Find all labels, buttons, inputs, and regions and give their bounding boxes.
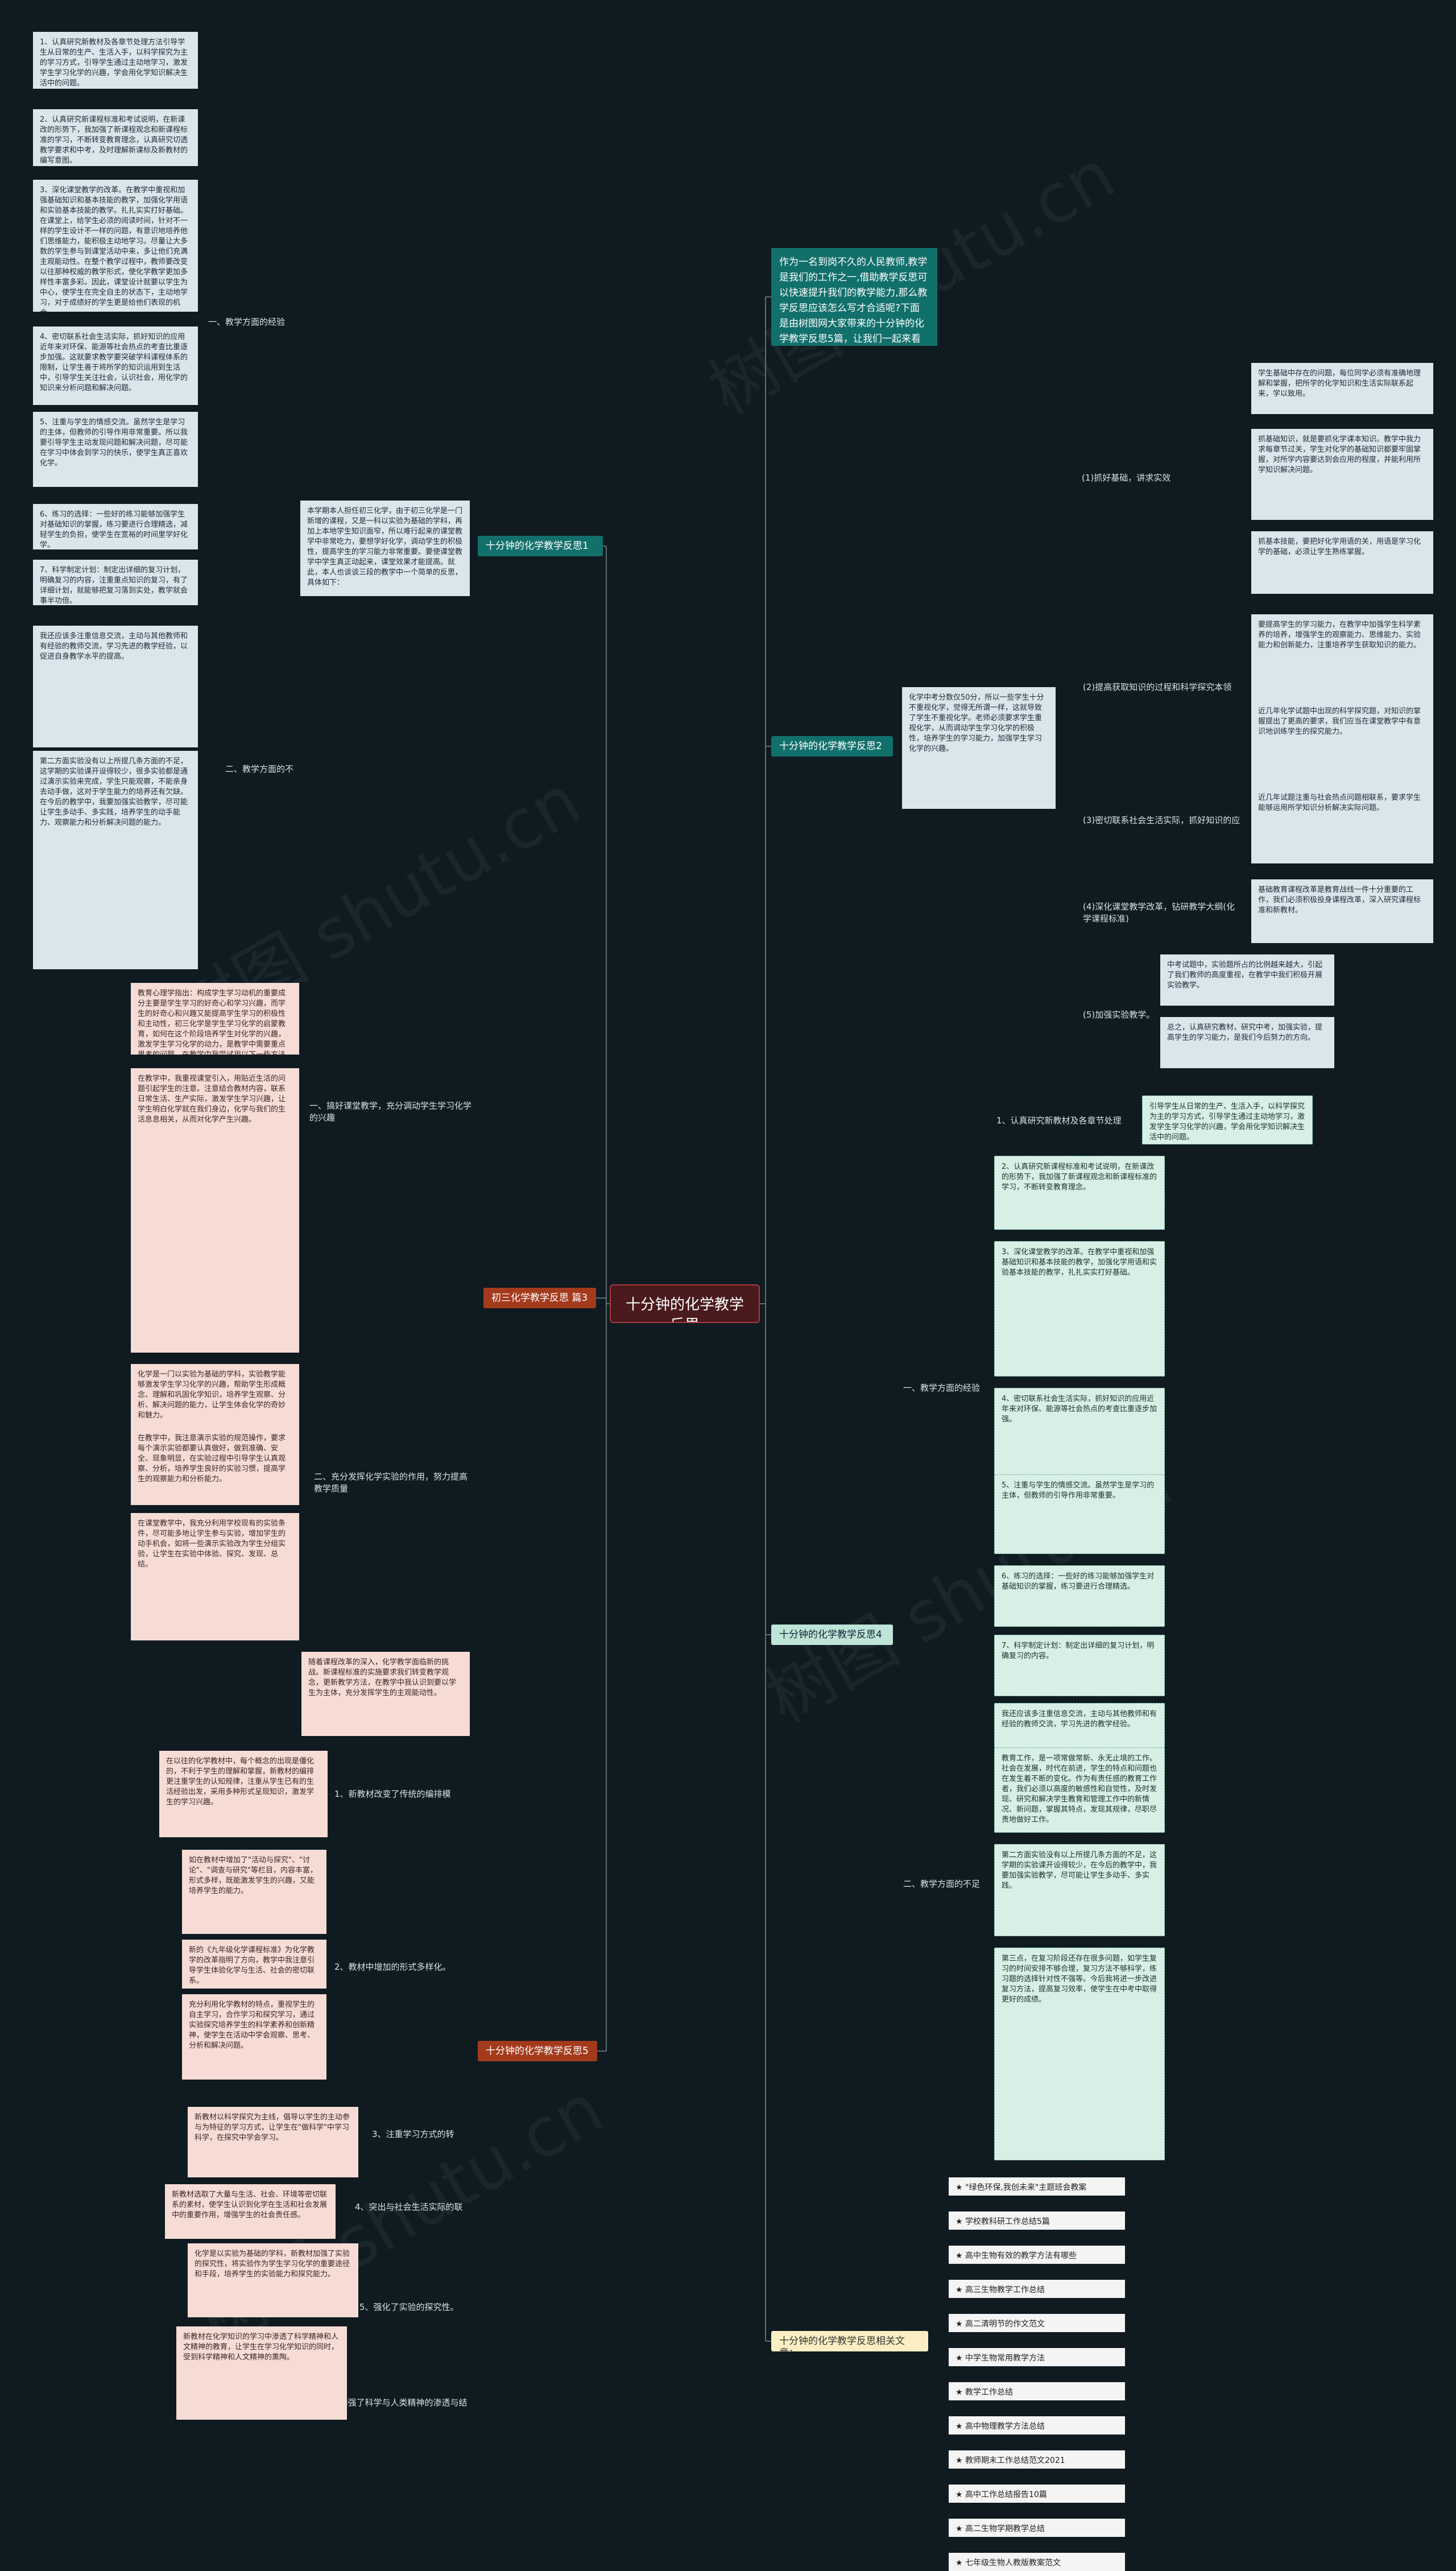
list-item[interactable]: 化学是以实验为基础的学科，新教材加强了实验的探究性，将实验作为学生学习化学的重要… — [188, 2243, 358, 2317]
list-item[interactable]: 4、密切联系社会生活实际，抓好知识的应用近年来对环保、能源等社会热点的考查比重逐… — [994, 1388, 1165, 1478]
list-item[interactable]: 第二方面实验没有以上所提几条方面的不足，这学期的实验课开设得较少，很多实验都是通… — [33, 751, 198, 969]
branch-5-intro[interactable]: 随着课程改革的深入，化学教学面临新的挑战。新课程标准的实施要求我们转变教学观念，… — [301, 1652, 470, 1736]
branch-2-sub-5[interactable]: (5)加强实验教学。 — [1083, 1010, 1155, 1020]
branch-5-sub-4[interactable]: 4、突出与社会生活实际的联系。 — [355, 2202, 463, 2212]
list-item[interactable]: 新教材选取了大量与生活、社会、环境等密切联系的素材，使学生认识到化学在生活和社会… — [165, 2184, 336, 2239]
list-item[interactable]: 5、注重与学生的情感交流。虽然学生是学习的主体，但教师的引导作用非常重要。所以我… — [33, 412, 198, 487]
list-item[interactable]: 7、科学制定计划：制定出详细的复习计划，明确复习的内容，注重重点知识的复习，有了… — [33, 560, 198, 605]
branch-5-sub-3[interactable]: 3、注重学习方式的转变。 — [372, 2129, 454, 2139]
branch-2-summary[interactable]: 化学中考分数仅50分，所以一些学生十分不重视化学，觉得无所谓一样，这就导致了学生… — [902, 687, 1056, 809]
list-item[interactable]: 6、练习的选择：一些好的练习能够加强学生对基础知识的掌握，练习要进行合理精选。 — [994, 1565, 1165, 1627]
branch-5-sub-1[interactable]: 1、新教材改变了传统的编排模式。 — [334, 1789, 451, 1799]
list-item[interactable]: 第三点，在复习阶段还存在很多问题，如学生复习的时间安排不够合理，复习方法不够科学… — [994, 1948, 1165, 2160]
branch-2[interactable]: 十分钟的化学教学反思2 — [771, 736, 893, 757]
list-item[interactable]: 我还应该多注重信息交流，主动与其他教师和有经验的教师交流，学习先进的教学经验，以… — [33, 626, 198, 747]
list-item[interactable]: 3、深化课堂教学的改革。在教学中重视和加强基础知识和基本技能的教学，加强化学用语… — [994, 1241, 1165, 1377]
list-item[interactable]: 在教学中，我注意演示实验的规范操作，要求每个演示实验都要认真做好，做到准确、安全… — [131, 1428, 299, 1505]
list-item[interactable]: 总之，认真研究教材，研究中考，加强实验，提高学生的学习能力，是我们今后努力的方向… — [1160, 1017, 1334, 1068]
branch-5-sub-2[interactable]: 2、教材中增加的形式多样化。 — [334, 1962, 451, 1972]
branch-4-sub-experience[interactable]: 一、教学方面的经验 — [903, 1383, 981, 1393]
list-item[interactable]: 在以往的化学教材中，每个概念的出现是僵化的，不利于学生的理解和掌握，新教材的编排… — [159, 1751, 328, 1837]
branch-5[interactable]: 十分钟的化学教学反思5 — [478, 2041, 597, 2061]
branch-5-sub-6[interactable]: 6、加强了科学与人类精神的渗透与结合。 — [325, 2398, 468, 2408]
branch-3-sub-interest[interactable]: 一、搞好课堂教学，充分调动学生学习化学的兴趣 — [309, 1101, 472, 1123]
related-article-link[interactable]: ★ 教学工作总结 — [949, 2382, 1125, 2400]
branch-5-sub-5[interactable]: 5、强化了实验的探究性。 — [359, 2302, 459, 2312]
list-item[interactable]: 新教材在化学知识的学习中渗透了科学精神和人文精神的教育，让学生在学习化学知识的同… — [176, 2326, 347, 2420]
related-article-link[interactable]: ★ 高三生物教学工作总结 — [949, 2280, 1125, 2298]
branch-3-sub-experiment[interactable]: 二、充分发挥化学实验的作用，努力提高教学质量 — [314, 1471, 468, 1494]
list-item[interactable]: 要提高学生的学习能力，在教学中加强学生科学素养的培养，增强学生的观察能力、思维能… — [1251, 614, 1433, 710]
list-item[interactable]: 1、认真研究新教材及各章节处理方法引导学生从日常的生产、生活入手，以科学探究为主… — [33, 32, 198, 89]
list-item[interactable]: 新的《九年级化学课程标准》为化学教学的改革指明了方向，教学中我注意引导学生体验化… — [182, 1940, 326, 1989]
center-topic[interactable]: 十分钟的化学教学反思 — [610, 1284, 760, 1323]
branch-3[interactable]: 初三化学教学反思 篇3 — [483, 1288, 596, 1308]
list-item[interactable]: 如在教材中增加了"活动与探究"、"讨论"、"调查与研究"等栏目，内容丰富，形式多… — [182, 1850, 326, 1934]
related-article-link[interactable]: ★ "绿色环保,我创未来"主题班会教案 — [949, 2177, 1125, 2196]
related-articles[interactable]: 十分钟的化学教学反思相关文章： — [771, 2331, 928, 2351]
branch-2-sub-2[interactable]: (2)提高获取知识的过程和科学探究本领的培养 — [1083, 682, 1232, 692]
branch-4-sub-shortcoming[interactable]: 二、教学方面的不足 — [903, 1879, 981, 1889]
list-item[interactable]: 抓基本技能，要把好化学用语的关，用语是学习化学的基础，必须让学生熟练掌握。 — [1251, 531, 1433, 594]
list-item[interactable]: 在教学中，我重视课堂引入，用贴近生活的问题引起学生的注意。注意结合教材内容，联系… — [131, 1068, 299, 1353]
related-article-link[interactable]: ★ 学校教科研工作总结5篇 — [949, 2212, 1125, 2230]
related-article-link[interactable]: ★ 中学生物常用教学方法 — [949, 2348, 1125, 2366]
branch-4-lead[interactable]: 引导学生从日常的生产、生活入手，以科学探究为主的学习方式，引导学生通过主动地学习… — [1142, 1096, 1313, 1144]
related-article-link[interactable]: ★ 高中工作总结报告10篇 — [949, 2485, 1125, 2503]
list-item[interactable]: 近几年试题注重与社会热点问题相联系，要求学生能够运用所学知识分析解决实际问题。 — [1251, 787, 1433, 863]
list-item[interactable]: 2、认真研究新课程标准和考试说明，在新课改的形势下，我加强了新课程观念和新课程标… — [994, 1156, 1165, 1230]
list-item[interactable]: 充分利用化学教材的特点，重视学生的自主学习，合作学习和探究学习，通过实验探究培养… — [182, 1994, 326, 2080]
intro-node[interactable]: 作为一名到岗不久的人民教师,教学是我们的工作之一,借助教学反思可以快速提升我们的… — [771, 248, 937, 346]
list-item[interactable]: 化学是一门以实验为基础的学科，实验教学能够激发学生学习化学的兴趣，帮助学生形成概… — [131, 1364, 299, 1428]
branch-1[interactable]: 十分钟的化学教学反思1 — [478, 536, 603, 556]
branch-2-sub-4[interactable]: (4)深化课堂教学改革，钻研教学大纲(化学课程标准) — [1083, 902, 1235, 924]
list-item[interactable]: 教育心理学指出：构成学生学习动机的重要成分主要是学生学习的好奇心和学习兴趣，而学… — [131, 983, 299, 1055]
related-article-link[interactable]: ★ 高二生物学期教学总结 — [949, 2519, 1125, 2537]
branch-4[interactable]: 十分钟的化学教学反思4 — [771, 1625, 893, 1645]
list-item[interactable]: 第二方面实验没有以上所提几条方面的不足，这学期的实验课开设得较少，在今后的教学中… — [994, 1844, 1165, 1936]
branch-1-sub-shortcoming[interactable]: 二、教学方面的不足 — [225, 764, 294, 774]
list-item[interactable]: 抓基础知识，就是要抓化学课本知识。教学中我力求每章节过关，学生对化学的基础知识都… — [1251, 429, 1433, 520]
list-item[interactable]: 教育工作，是一项常做常新、永无止境的工作。社会在发展，时代在前进，学生的特点和问… — [994, 1747, 1165, 1833]
list-item[interactable]: 2、认真研究新课程标准和考试说明，在新课改的形势下，我加强了新课程观念和新课程标… — [33, 109, 198, 166]
list-item[interactable]: 6、练习的选择：一些好的练习能够加强学生对基础知识的掌握，练习要进行合理精选，减… — [33, 504, 198, 549]
branch-1-sub-experience[interactable]: 一、教学方面的经验 — [208, 317, 286, 327]
list-item[interactable]: 3、深化课堂教学的改革。在教学中重视和加强基础知识和基本技能的教学，加强化学用语… — [33, 180, 198, 312]
related-article-link[interactable]: ★ 高中物理教学方法总结 — [949, 2416, 1125, 2434]
list-item[interactable]: 7、科学制定计划：制定出详细的复习计划，明确复习的内容。 — [994, 1635, 1165, 1696]
list-item[interactable]: 学生基础中存在的问题，每位同学必须有准确地理解和掌握，把所学的化学知识和生活实际… — [1251, 363, 1433, 414]
list-item[interactable]: 4、密切联系社会生活实际，抓好知识的应用近年来对环保、能源等社会热点的考查比重逐… — [33, 326, 198, 405]
list-item[interactable]: 在课堂教学中，我充分利用学校现有的实验条件，尽可能多地让学生参与实验，增加学生的… — [131, 1513, 299, 1640]
list-item[interactable]: 1、认真研究新教材及各章节处理方法 — [996, 1115, 1122, 1126]
list-item[interactable]: 新教材以科学探究为主线，倡导以学生的主动参与为特征的学习方式，让学生在"做科学"… — [188, 2107, 358, 2177]
list-item[interactable]: 近几年化学试题中出现的科学探究题，对知识的掌握提出了更高的要求，我们应当在课堂教… — [1251, 701, 1433, 788]
branch-1-summary[interactable]: 本学期本人担任初三化学，由于初三化学是一门新增的课程，又是一科以实验为基础的学科… — [300, 501, 470, 596]
list-item[interactable]: 中考试题中，实验题所占的比例越来越大，引起了我们教师的高度重视，在教学中我们积极… — [1160, 954, 1334, 1006]
list-item[interactable]: 我还应该多注重信息交流，主动与其他教师和有经验的教师交流，学习先进的教学经验。 — [994, 1703, 1165, 1751]
list-item[interactable]: 基础教育课程改革是教育战线一件十分重要的工作，我们必须积极投身课程改革，深入研究… — [1251, 879, 1433, 943]
related-article-link[interactable]: ★ 高中生物有效的教学方法有哪些 — [949, 2246, 1125, 2264]
list-item[interactable]: 5、注重与学生的情感交流。虽然学生是学习的主体，但教师的引导作用非常重要。 — [994, 1474, 1165, 1554]
related-article-link[interactable]: ★ 教师期末工作总结范文2021 — [949, 2450, 1125, 2469]
related-article-link[interactable]: ★ 七年级生物人教版教案范文 — [949, 2553, 1125, 2571]
related-article-link[interactable]: ★ 高二清明节的作文范文 — [949, 2314, 1125, 2332]
branch-2-sub-3[interactable]: (3)密切联系社会生活实际，抓好知识的应用 — [1083, 815, 1240, 825]
branch-2-sub-1[interactable]: (1)抓好基础，讲求实效 — [1082, 473, 1171, 483]
